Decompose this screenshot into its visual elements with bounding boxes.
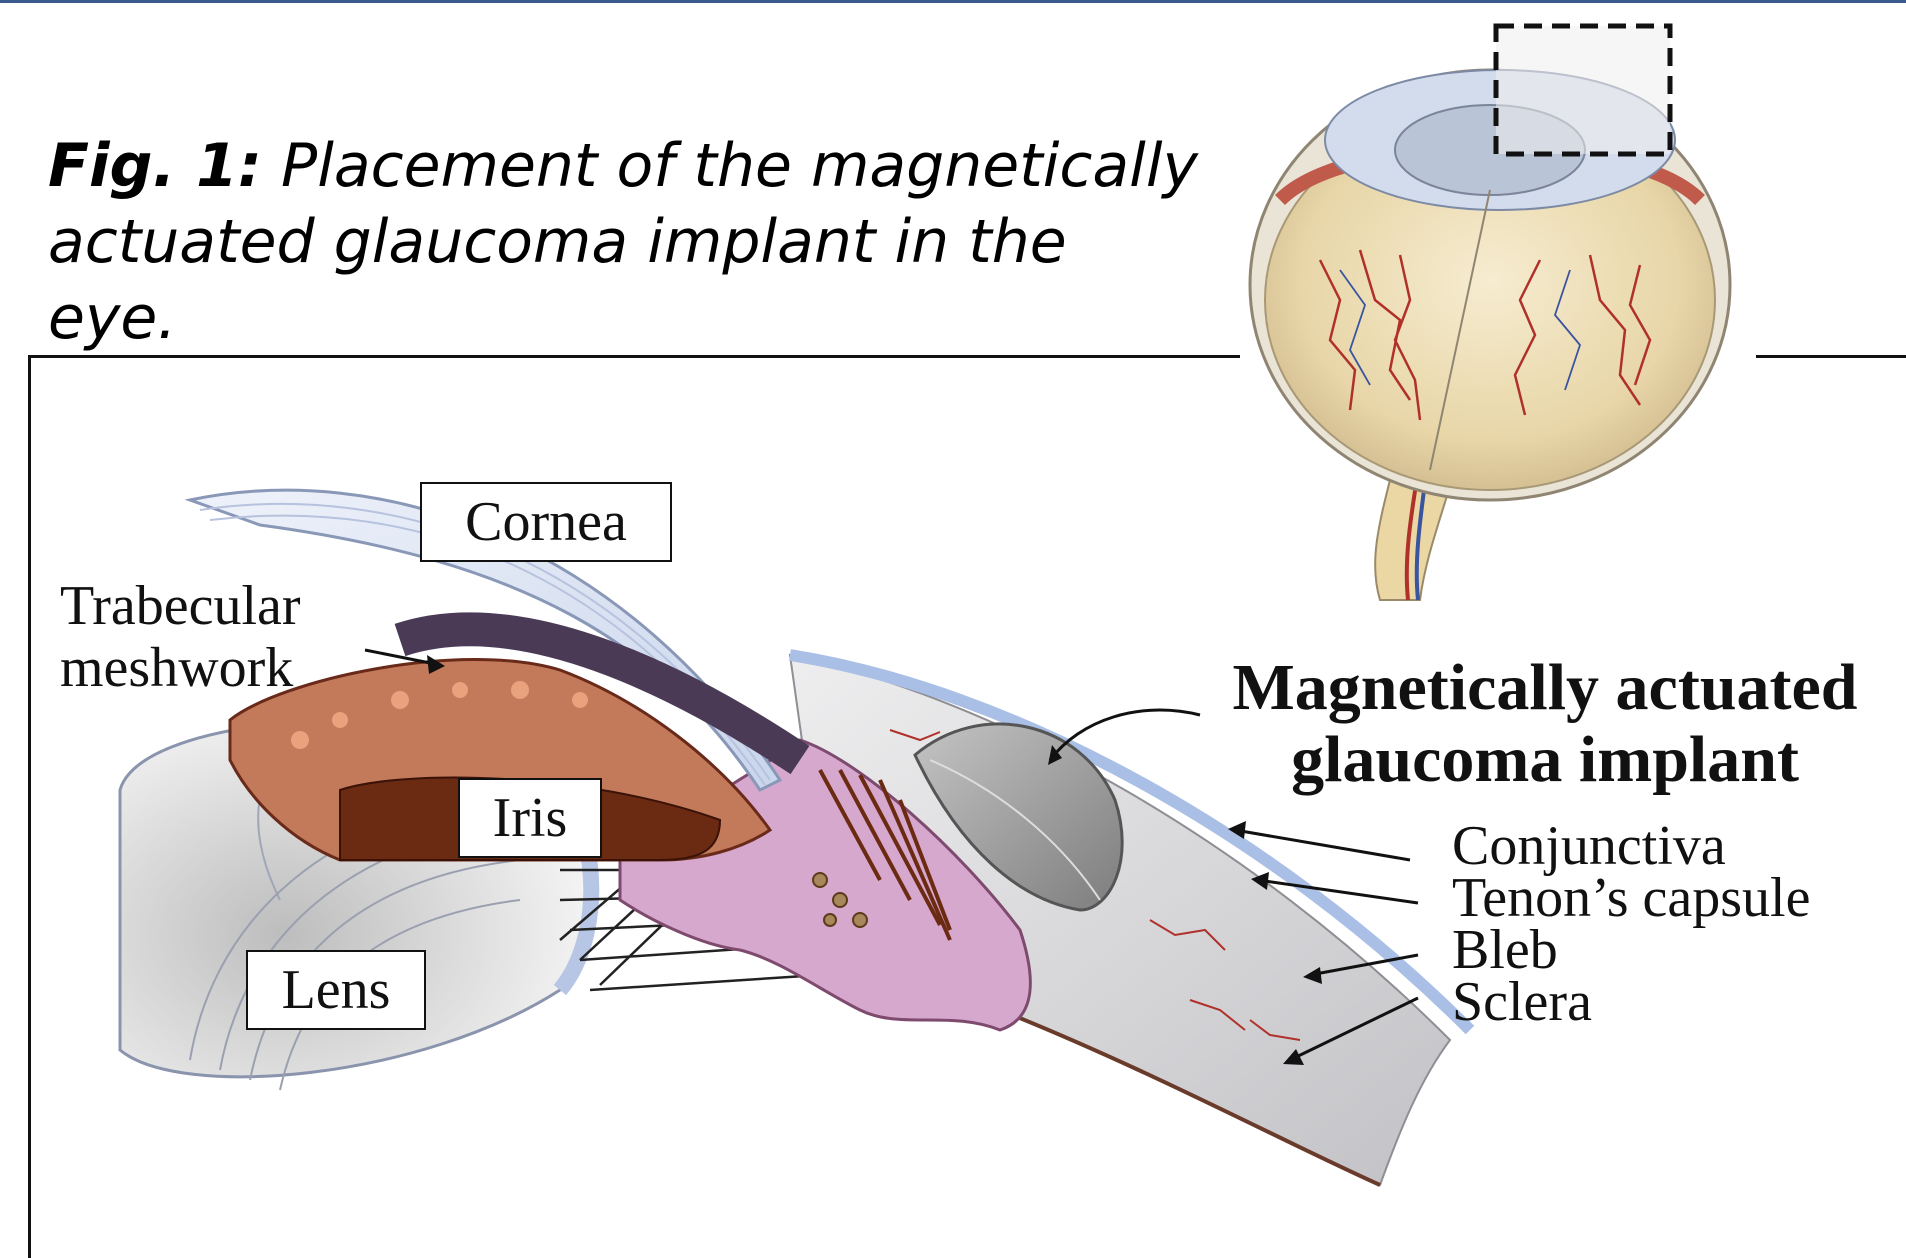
implant-label: Magnetically actuated glaucoma implant bbox=[1185, 652, 1905, 796]
implant-label-line1: Magnetically actuated bbox=[1185, 652, 1905, 724]
whole-eye-inset bbox=[1250, 26, 1730, 600]
bleb-label: Bleb bbox=[1452, 922, 1558, 978]
sclera-label: Sclera bbox=[1452, 974, 1592, 1030]
tenon-capsule-label: Tenon’s capsule bbox=[1452, 870, 1810, 926]
trabecular-label-line2: meshwork bbox=[60, 640, 293, 696]
trabecular-label-line1: Trabecular bbox=[60, 578, 301, 634]
cornea-label: Cornea bbox=[420, 482, 672, 562]
implant-label-line2: glaucoma implant bbox=[1185, 724, 1905, 796]
lens-label: Lens bbox=[246, 950, 426, 1030]
zoom-region-box bbox=[1496, 26, 1670, 154]
iris-label: Iris bbox=[458, 778, 602, 858]
conjunctiva-label: Conjunctiva bbox=[1452, 818, 1726, 874]
